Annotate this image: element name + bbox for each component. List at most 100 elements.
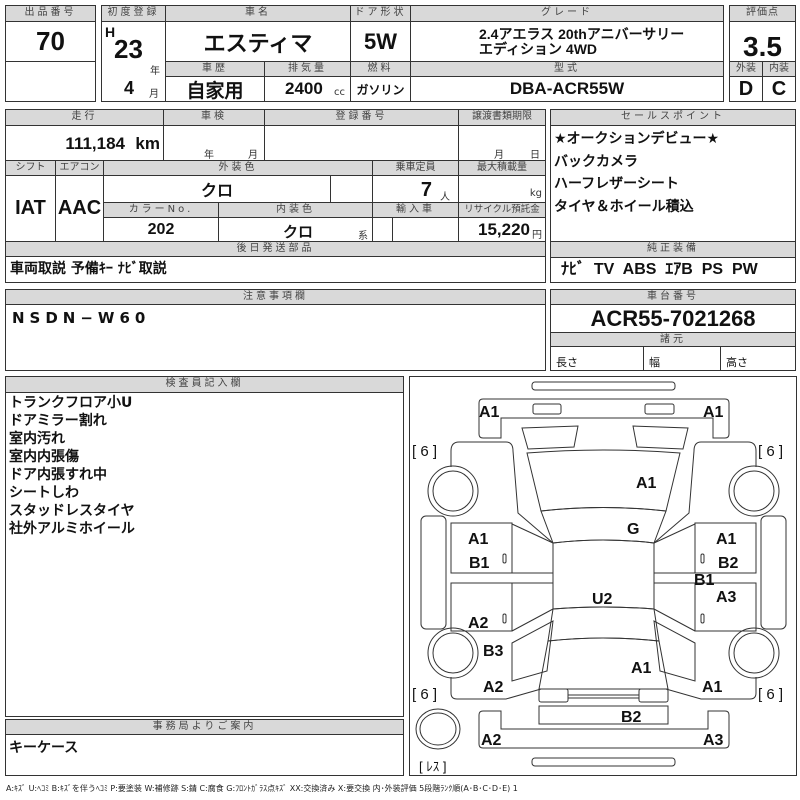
int-color-label: 内装色 — [218, 202, 373, 218]
front-lamp — [644, 403, 675, 415]
era: H — [105, 24, 116, 40]
score-label: 評価点 — [729, 5, 796, 22]
score-value: 3.5 — [729, 21, 796, 62]
mileage-cell: 111,184 km — [5, 125, 164, 161]
recycle-cell: 15,220 円 — [458, 217, 546, 242]
tire-label: [ 6 ] — [412, 686, 437, 703]
tire-label: [ 6 ] — [758, 443, 783, 460]
int-color-value: クロ — [283, 224, 314, 241]
mark: B2 — [621, 709, 642, 726]
left-side-panels — [420, 441, 554, 700]
mark: A1 — [702, 679, 723, 696]
max-load-cell: kg — [458, 175, 546, 203]
rear-lamp — [638, 688, 669, 703]
mark: A1 — [636, 475, 657, 492]
mark: A1 — [703, 404, 724, 421]
max-load-label: 最大積載量 — [458, 160, 546, 176]
mark: G — [627, 521, 639, 538]
year-unit: 年 — [150, 66, 160, 77]
mark: B3 — [483, 643, 504, 660]
capacity-value: 7 — [420, 179, 432, 201]
ext-score-label: 外装 — [729, 61, 763, 77]
mark: U2 — [592, 591, 613, 608]
sales-points-label: セールスポイント — [550, 109, 796, 126]
rear-window — [547, 606, 660, 642]
office-label: 事務局よりご案内 — [5, 719, 404, 735]
transfer-deadline-cell: 月 日 — [458, 125, 546, 161]
legend: A:ｷｽﾞ U:ﾍｺﾐ B:ｷｽﾞを伴うﾍｺﾐ P:要塗装 W:補修跡 S:錆 … — [6, 784, 518, 793]
color-no-label: カラーNo. — [103, 202, 219, 218]
equipment-value: ﾅﾋﾞ TV ABS ｴｱB PS PW — [550, 257, 796, 283]
ext-color-label: 外装色 — [103, 160, 373, 176]
fuel-label: 燃料 — [350, 61, 411, 77]
sales-point-item: ★オークションデビュー★ — [554, 131, 720, 147]
mark: A1 — [716, 531, 737, 548]
int-score-label: 内装 — [762, 61, 796, 77]
sales-point-item: バックカメラ — [554, 153, 638, 170]
grade-value: 2.4アエラス 20thアニバーサリー エディション 4WD — [410, 21, 724, 62]
int-score: C — [762, 76, 796, 102]
front-lamp — [532, 403, 562, 415]
displacement-value: 2400 — [285, 79, 323, 98]
mark: A3 — [716, 589, 737, 606]
chassis-label: 車台番号 — [550, 289, 796, 305]
tire-label: [ 6 ] — [758, 686, 783, 703]
grade-line-1: 2.4アエラス 20thアニバーサリー — [479, 26, 685, 42]
inspector-item: 社外アルミホイール — [9, 521, 135, 537]
sales-points-list: ★オークションデビュー★ バックカメラ ハーフレザーシート タイヤ＆ホイール積込 — [550, 125, 796, 242]
max-load-unit: kg — [529, 188, 542, 199]
top-bar — [531, 381, 676, 391]
transfer-deadline-label: 譲渡書類期限 — [458, 109, 546, 126]
model-code-label: 型式 — [410, 61, 724, 77]
side-skirt — [420, 515, 447, 630]
mark: A1 — [468, 531, 489, 548]
lot-label: 出品番号 — [5, 5, 96, 22]
rear-panel — [538, 705, 669, 725]
mark: A1 — [479, 404, 500, 421]
inspection-label: 車検 — [163, 109, 265, 126]
front-grille — [521, 425, 689, 450]
later-parts-label: 後日発送部品 — [5, 241, 546, 257]
mileage-label: 走行 — [5, 109, 164, 126]
ext-color-value: クロ — [103, 175, 331, 203]
inspector-item: ドア内張すれ中 — [9, 467, 107, 483]
mark: A3 — [703, 732, 724, 749]
registration-label: 登録番号 — [264, 109, 459, 126]
mark: B1 — [694, 572, 715, 589]
inspection-year-unit: 年 — [204, 150, 214, 161]
inspector-item: 室内内張傷 — [9, 449, 79, 465]
inspector-item: スタッドレスタイヤ — [9, 503, 135, 519]
displacement-cell: 2400 cc — [264, 76, 351, 102]
first-reg-month-cell: 4 月 — [101, 76, 166, 102]
equipment-label: 純正装備 — [550, 241, 796, 258]
mileage-value: 111,184 — [65, 134, 125, 153]
inspector-label: 検査員記入欄 — [5, 376, 404, 393]
mark: A1 — [631, 660, 652, 677]
displacement-unit: cc — [334, 87, 345, 98]
front-bumper — [478, 398, 730, 439]
spec-label: 諸元 — [550, 332, 796, 347]
bottom-bar — [531, 757, 676, 767]
windshield — [540, 507, 667, 544]
mark: B1 — [469, 555, 490, 572]
recycle-label: リサイクル預託金 — [458, 202, 546, 218]
model-code: DBA-ACR55W — [410, 76, 724, 102]
inspection-cell: 年 月 — [163, 125, 265, 161]
hood — [526, 449, 681, 512]
shift-label: シフト — [5, 160, 56, 176]
reg-year: 23 — [114, 34, 143, 64]
notes-value: NSDN−W60 — [5, 304, 546, 371]
int-color-cell: クロ 系 — [218, 217, 373, 242]
door-label: ドア形状 — [350, 5, 411, 22]
door-type: 5W — [350, 21, 411, 62]
sales-point-item: ハーフレザーシート — [554, 176, 679, 192]
import-label: 輸入車 — [372, 202, 459, 218]
inspector-list: トランクフロア小U ドアミラー割れ 室内汚れ 室内内張傷 ドア内張すれ中 シート… — [5, 392, 404, 717]
aircon-label: エアコン — [55, 160, 104, 176]
office-value: キーケース — [5, 734, 404, 776]
spec-height: 高さ — [720, 346, 796, 371]
car-diagram-svg: A1 A1 A1 G A1 B1 A1 B2 B1 A3 U2 A2 B3 A1… — [412, 381, 787, 774]
mark: B2 — [718, 555, 739, 572]
mark: A2 — [468, 615, 489, 632]
inspector-item: トランクフロア小U — [9, 395, 133, 411]
